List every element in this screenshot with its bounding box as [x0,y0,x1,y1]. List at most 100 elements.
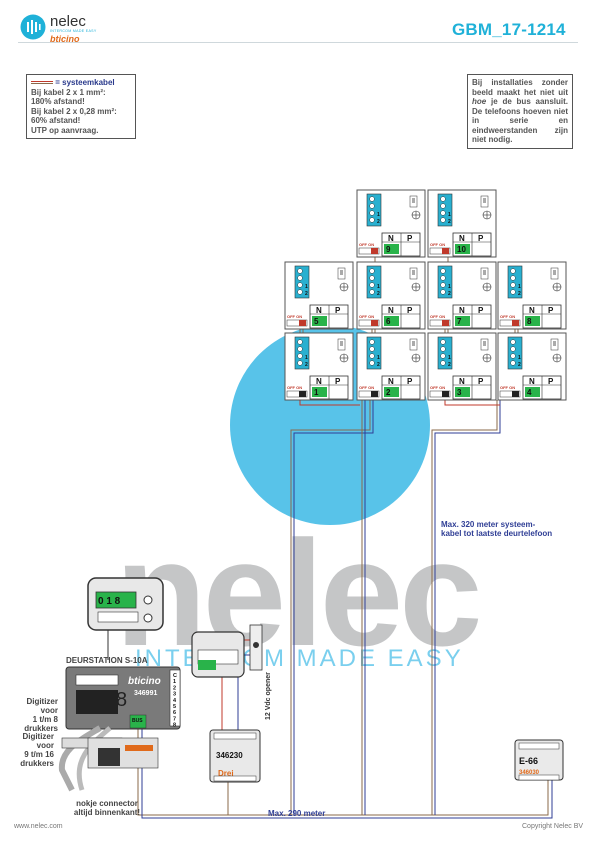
terminal-screw-icon [297,282,303,288]
deurstation-label: DEURSTATION S-10A [66,656,148,665]
cable-riser-3 [431,400,498,815]
terminal-label-2: 2 [518,291,521,297]
footer-copyright: Copyright Nelec BV [522,823,584,830]
terminal-screw-icon [369,203,375,209]
cable-blue [141,720,553,819]
digit-callout: 0 1 8 [87,577,164,660]
terminal-screw-icon [440,360,446,366]
terminal-screw-icon [440,203,446,209]
legend-line: UTP op aanvraag. [31,125,99,135]
terminal-screw-icon [369,275,375,281]
switch-knob [442,391,449,397]
button-pad-icon [76,690,118,714]
np-n-label: N [316,377,322,386]
switch-label: OFF ON [430,385,445,390]
terminal-screw-icon [369,339,375,345]
np-p-label: P [407,377,413,386]
bus-terminal [129,714,147,729]
terminal-screw-icon [369,353,375,359]
terminal-screw-icon [369,360,375,366]
terminal-label-1: 1 [377,212,380,218]
terminal-label-1: 1 [305,355,308,361]
terminal-label-1: 1 [448,355,451,361]
cable-riser-1 [290,400,371,815]
phone-number-display [525,387,540,397]
terminal-label: 7 [173,716,176,722]
psu-code: 346230 [216,751,243,760]
legend-label: = systeemkabel [55,78,115,87]
terminal-label-2: 2 [448,362,451,368]
switch-icon [358,319,380,327]
switch-icon [499,319,521,327]
phone-number-display [312,387,327,397]
module-icon-inner [553,270,556,275]
digitizer-label-strip [125,745,153,751]
module-icon-inner [483,198,486,203]
cable-riser-1b [293,400,374,815]
terminal-label-1: 1 [518,284,521,290]
terminal-screw-icon [440,353,446,359]
terminal-screw-icon [297,268,303,274]
np-p-label: P [548,377,554,386]
display-green [198,660,216,670]
np-n-label: N [316,306,322,315]
module-icon-inner [412,270,415,275]
ribbon-cable [76,726,112,791]
terminal-label: 5 [173,704,176,710]
np-n-label: N [459,234,465,243]
phone-number: 2 [386,388,391,397]
terminal-label-2: 2 [448,219,451,225]
legend-line: 180% afstand! [31,97,85,106]
psu-extra: Drei [218,769,234,778]
terminal-label-2: 2 [448,291,451,297]
terminal-screw-icon [440,346,446,352]
info-note: Bij installaties zonder beeld maakt het … [467,74,573,149]
terminal-screw-icon [369,217,375,223]
switch-icon [286,319,308,327]
e66-label: E-66 [519,756,538,766]
switch-label: OFF ON [500,314,515,319]
module-icon-inner [340,341,343,346]
terminal-screw-icon [440,210,446,216]
terminal-label-1: 1 [305,284,308,290]
bticino-logo: bticino [50,34,80,44]
switch-label: OFF ON [500,385,515,390]
switch-knob [371,248,378,254]
watermark: nelec INTERCOM MADE EASY [115,325,483,677]
digitizer-ribbon [58,725,159,792]
psu-body [209,729,261,783]
terminal-screw-icon [440,196,446,202]
info-text: Bij installaties zonder beeld maakt het … [472,78,568,144]
e66-terminal-bottom [518,774,560,781]
np-n-label: N [388,306,394,315]
terminal-label-1: 1 [448,212,451,218]
phone-number-display [384,244,399,254]
cable-brown [137,720,549,816]
np-p-label: P [478,306,484,315]
terminal-strip [169,669,181,727]
power-supply: 346230 Drei [209,729,261,783]
terminal-label: 6 [173,710,176,716]
terminal-screw-icon [297,275,303,281]
np-n-label: N [459,377,465,386]
terminal-label-2: 2 [305,362,308,368]
digit-display [95,591,137,609]
terminal-screw-icon [510,275,516,281]
digit-callout-2 [191,631,245,678]
module-icon-inner [483,270,486,275]
doc-code: GBM_17-1214 [452,20,566,39]
terminal-label-1: 1 [377,355,380,361]
digit-code: 0 1 8 [98,596,121,607]
terminal-screw-icon [440,282,446,288]
phone-number-display [455,387,470,397]
terminal-screw-icon [510,268,516,274]
max-290-label: Max. 290 meter [268,809,326,818]
phone-number: 3 [457,388,462,397]
module-icon-inner [553,341,556,346]
switch-label: OFF ON [287,385,302,390]
